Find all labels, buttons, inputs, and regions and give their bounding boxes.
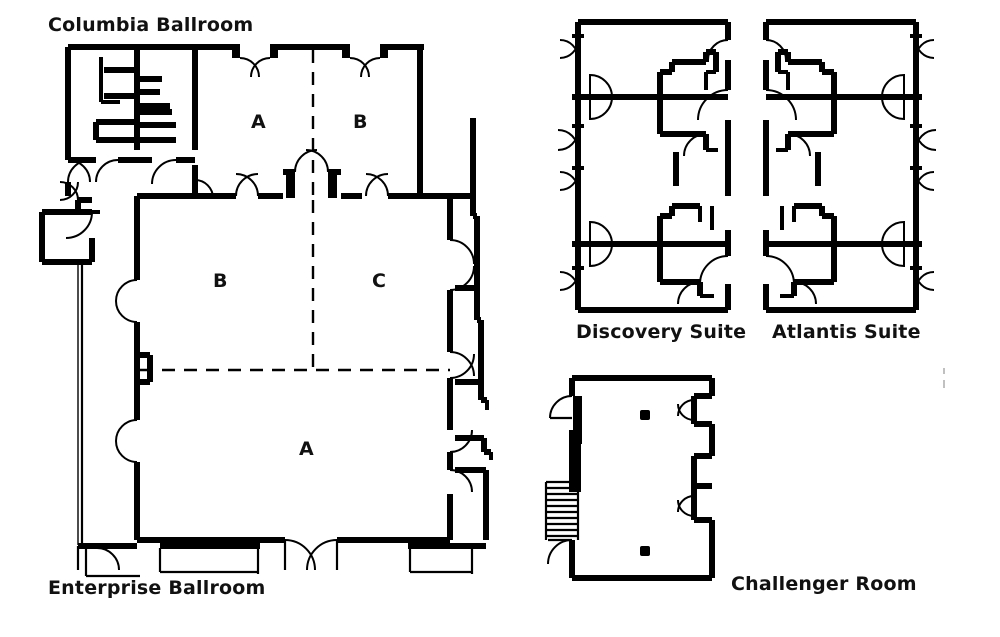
atlantis-suite-plan	[763, 19, 937, 313]
plan-title-columbia-ballroom: Columbia Ballroom	[48, 14, 254, 36]
discovery-suite-plan	[557, 19, 731, 313]
plan-title-atlantis-suite: Atlantis Suite	[772, 321, 921, 343]
challenger-room-plan	[544, 375, 715, 581]
plan-title-enterprise-ballroom: Enterprise Ballroom	[48, 577, 266, 599]
enterprise-main-entrance-doors	[283, 539, 339, 571]
zone-label-enterprise-c: C	[372, 270, 387, 292]
columbia-top-door-2	[342, 44, 388, 78]
enterprise-ballroom-plan	[39, 118, 493, 578]
plan-title-challenger-room: Challenger Room	[731, 573, 917, 595]
columbia-ballroom-plan	[65, 44, 476, 199]
columbia-top-door-1	[232, 44, 278, 78]
zone-label-columbia-b: B	[353, 111, 368, 133]
plan-title-discovery-suite: Discovery Suite	[576, 321, 747, 343]
zone-label-columbia-a: A	[251, 111, 267, 133]
columbia-enterprise-center-doors	[286, 149, 337, 198]
zone-label-enterprise-b: B	[213, 270, 228, 292]
challenger-stairs	[544, 480, 580, 540]
column-marker	[640, 410, 650, 420]
column-marker	[640, 546, 650, 556]
zone-label-enterprise-a: A	[299, 438, 315, 460]
enterprise-left-vestibule	[39, 181, 100, 265]
